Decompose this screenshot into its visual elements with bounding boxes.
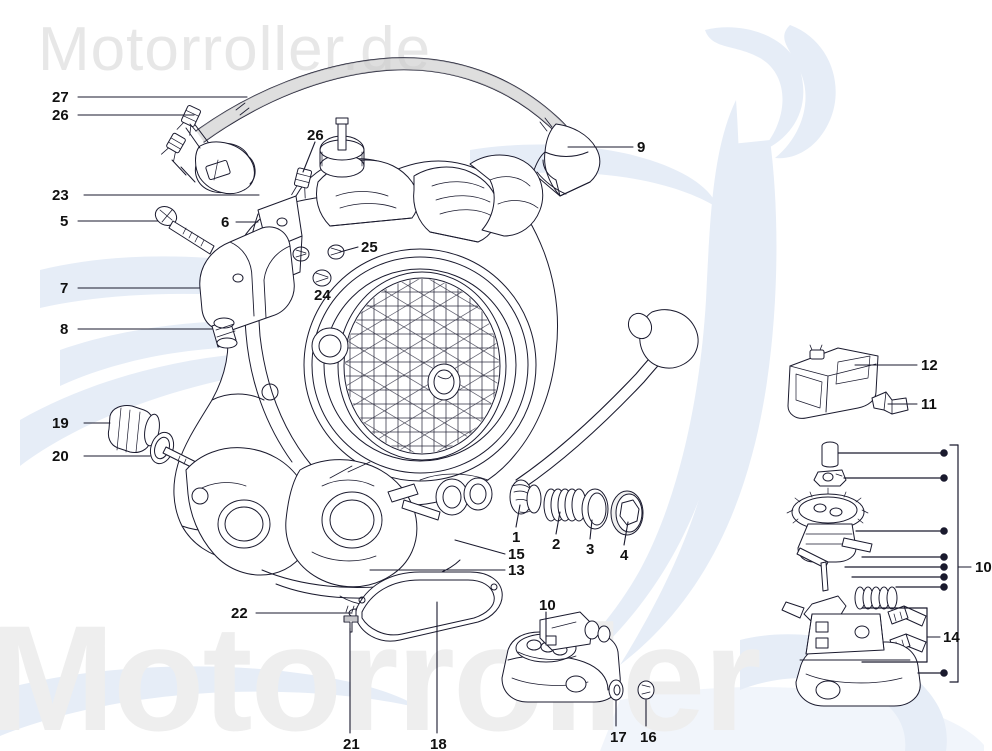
callout-number-6: 6	[221, 214, 230, 231]
callout-number-19: 19	[52, 415, 69, 432]
callout-number-9: 9	[637, 139, 646, 156]
callout-number-26c: 26	[307, 127, 324, 144]
bracket-10-dot-4	[940, 563, 948, 571]
callout-number-15: 15	[508, 546, 525, 563]
callout-number-22: 22	[231, 605, 248, 622]
union-bolt-a	[887, 605, 927, 627]
callout-number-25: 25	[361, 239, 378, 256]
callout-number-10c: 10	[539, 597, 556, 614]
callout-number-4: 4	[620, 547, 629, 564]
callout-number-1: 1	[512, 529, 521, 546]
exhaust-hardware	[509, 479, 644, 536]
bolt-24	[312, 269, 332, 287]
bracket-10-dot-2	[940, 527, 948, 535]
leader-line-4	[623, 521, 629, 546]
callout-number-8: 8	[60, 321, 69, 338]
cover-gasket-18	[355, 571, 503, 642]
pump-spring	[854, 586, 898, 610]
pump-sleeve	[821, 441, 839, 468]
bracket-10-dot-7	[940, 669, 948, 677]
clamp-26-engine	[291, 167, 313, 199]
oil-cap-assembly	[107, 405, 197, 469]
pump-body-lower	[795, 613, 921, 707]
oil-pump-center	[501, 611, 655, 703]
callout-number-10r: 10	[975, 559, 992, 576]
bolt-21	[343, 605, 359, 633]
callout-number-11: 11	[921, 396, 937, 413]
leader-line-1	[515, 504, 521, 528]
leader-line-3	[589, 519, 593, 540]
canister-assembly	[161, 105, 256, 194]
callout-number-27: 27	[52, 89, 69, 106]
connector-11	[871, 391, 909, 415]
lower-crankcase	[185, 309, 699, 618]
pump-gear	[786, 487, 873, 563]
pump-rod	[820, 561, 829, 592]
bracket-10-dot-6	[940, 583, 948, 591]
bracket-10-dot-5	[940, 573, 948, 581]
callout-number-2: 2	[552, 536, 561, 553]
leader-line-15	[454, 539, 506, 555]
part-16	[637, 680, 655, 700]
screw-5	[154, 206, 215, 255]
callout-number-24: 24	[314, 287, 331, 304]
leader-line-2	[555, 511, 561, 535]
spark-plug-cap	[532, 123, 601, 197]
cdi-box-12	[787, 344, 879, 419]
intake-hose	[195, 57, 576, 148]
part-17	[608, 679, 624, 701]
pump-clip	[813, 469, 847, 487]
callout-number-14: 14	[943, 629, 960, 646]
callout-number-18: 18	[430, 736, 447, 751]
callout-number-13: 13	[508, 562, 525, 579]
callout-number-23: 23	[52, 187, 69, 204]
callout-number-21: 21	[343, 736, 360, 751]
callout-number-12: 12	[921, 357, 938, 374]
hose-clamp-26-left	[161, 132, 186, 162]
leader-line-26c	[302, 141, 316, 173]
oil-filler	[319, 117, 365, 178]
bolt-25	[327, 244, 345, 260]
pump-exploded-right	[781, 441, 927, 707]
leader-line-25	[339, 246, 359, 253]
callout-number-3: 3	[586, 541, 595, 558]
callout-number-16: 16	[640, 729, 657, 746]
air-filter-box	[154, 206, 295, 349]
callout-number-20: 20	[52, 448, 69, 465]
bracket-10-dot-1	[940, 474, 948, 482]
bracket-10-dot-0	[940, 449, 948, 457]
bracket-10-dot-3	[940, 553, 948, 561]
callout-number-26l: 26	[52, 107, 69, 124]
callout-number-7: 7	[60, 280, 69, 297]
callout-number-17: 17	[610, 729, 627, 746]
hose-clamp-27	[176, 105, 201, 136]
callout-number-5: 5	[60, 213, 69, 230]
